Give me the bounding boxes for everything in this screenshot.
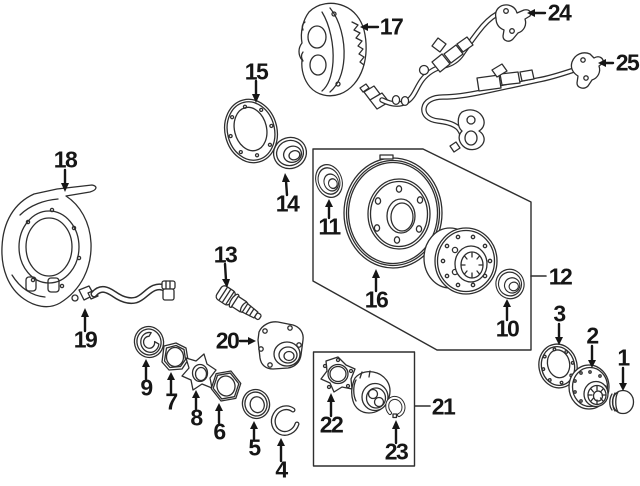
arrow-16 <box>372 269 380 293</box>
locking-hub-2-drawing <box>568 364 610 410</box>
dust-shield-drawing <box>1 184 97 308</box>
callout-17: 17 <box>379 13 404 40</box>
snap-ring-4-drawing <box>270 405 300 436</box>
arrow-5 <box>250 421 258 441</box>
brake-caliper-drawing <box>298 2 367 97</box>
snap-ring-9-drawing <box>133 325 165 359</box>
lock-nut-7-drawing <box>161 342 189 371</box>
arrow-10 <box>503 299 511 322</box>
callout-15: 15 <box>244 58 269 85</box>
callout-5: 5 <box>248 434 261 461</box>
callout-20: 20 <box>215 327 240 354</box>
callout-11: 11 <box>318 213 341 240</box>
arrow-6 <box>215 403 223 425</box>
arrow-23 <box>392 420 400 445</box>
callout-1: 1 <box>617 344 630 371</box>
arrow-2 <box>588 344 596 368</box>
arrow-1 <box>619 366 627 391</box>
gasket-3-drawing <box>538 343 578 389</box>
brake-rotor-drawing <box>343 154 443 269</box>
kit-box-rotor-hub <box>312 148 547 351</box>
callout-16: 16 <box>364 286 389 313</box>
splined-stud-drawing <box>215 285 262 321</box>
snap-ring-23-drawing <box>385 395 406 419</box>
arrow-4 <box>277 438 285 463</box>
drive-flange-drawing <box>257 321 304 370</box>
hex-nut-6-drawing <box>210 370 242 402</box>
arrow-24 <box>527 9 547 17</box>
callout-12: 12 <box>548 263 573 290</box>
arrow-9 <box>142 359 150 381</box>
arrow-15 <box>252 79 260 103</box>
star-washer-8-drawing <box>181 353 217 391</box>
kit-box-hub-subassembly <box>312 351 431 467</box>
arrow-18 <box>61 168 69 192</box>
arrow-11 <box>325 199 333 220</box>
callout-14: 14 <box>275 190 300 217</box>
arrow-19 <box>81 308 89 333</box>
callout-6: 6 <box>213 418 226 445</box>
callout-7: 7 <box>165 388 178 415</box>
arrow-7 <box>167 372 175 395</box>
callout-18: 18 <box>53 146 78 173</box>
callout-8: 8 <box>190 404 203 431</box>
callout-24: 24 <box>547 0 572 26</box>
callout-3: 3 <box>553 300 566 327</box>
hub-flange-drawing <box>423 227 498 295</box>
hub-gasket-drawing <box>223 98 279 164</box>
callout-23: 23 <box>384 438 409 465</box>
callout-22: 22 <box>319 411 344 438</box>
freewheel-hub-body-drawing <box>351 370 391 414</box>
callout-9: 9 <box>140 374 153 401</box>
callout-13: 13 <box>213 241 238 268</box>
arrow-8 <box>192 390 200 411</box>
hub-cap-1-drawing <box>609 389 635 415</box>
seal-washer-5-drawing <box>241 388 271 420</box>
arrow-25 <box>598 59 615 67</box>
callout-19: 19 <box>73 326 98 353</box>
callout-arrows <box>61 9 627 463</box>
gasket-22-drawing <box>320 356 356 393</box>
arrow-14 <box>282 173 290 197</box>
arrow-3 <box>555 322 563 345</box>
arrow-13 <box>222 262 230 288</box>
arrow-17 <box>360 23 380 31</box>
abs-sensor-wire-24-drawing <box>359 4 532 110</box>
bearing-11-drawing <box>310 160 348 202</box>
callout-21: 21 <box>431 393 456 420</box>
callout-2: 2 <box>586 322 599 349</box>
arrow-20 <box>238 337 256 345</box>
callout-25: 25 <box>615 49 640 76</box>
bearing-10-drawing <box>492 265 528 303</box>
abs-sensor-wire-25-drawing <box>421 52 604 153</box>
callout-10: 10 <box>495 315 520 342</box>
callout-4: 4 <box>275 456 288 483</box>
brake-hose-drawing <box>71 280 176 305</box>
arrow-22 <box>327 393 335 418</box>
